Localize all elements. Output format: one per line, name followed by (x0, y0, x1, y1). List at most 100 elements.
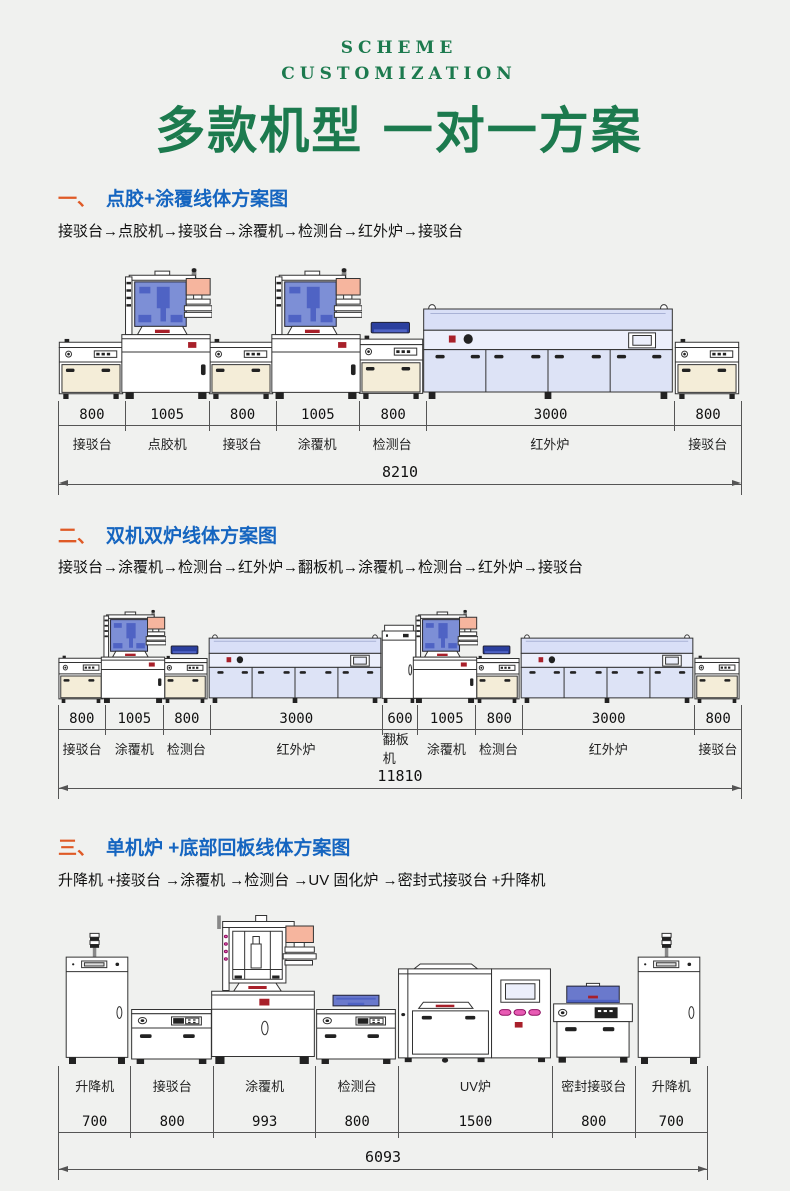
inspection-table (359, 322, 422, 399)
dimension-value: 800 (695, 705, 741, 735)
dimension-value: 1005 (125, 400, 210, 431)
section-3-heading: 三、单机炉 +底部回板线体方案图 (58, 837, 740, 862)
segment-label: 检测台 (372, 437, 412, 453)
dimension-value: 1005 (276, 400, 361, 431)
segment-label: 密封接驳台 (553, 1066, 636, 1105)
section-1-number: 一、 (58, 189, 97, 210)
eyebrow-line2: CUSTOMIZATION (281, 63, 517, 84)
sealed-docking-conveyor (553, 983, 633, 1064)
coating-machine (412, 609, 478, 704)
section-3-number: 三、 (58, 838, 97, 860)
total-dimension-line (59, 784, 741, 791)
section-2-heading: 二、双机双炉线体方案图 (58, 525, 740, 550)
segment-label: 涂覆机 (297, 437, 337, 453)
dimension-value: 700 (59, 1104, 132, 1139)
segment-label: 接驳台 (72, 437, 112, 453)
segment-label: 涂覆机 (426, 741, 466, 757)
line-diagram-2 (58, 609, 740, 704)
dimension-value: 993 (214, 1104, 317, 1139)
page-title: 多款机型 一对一方案 (155, 101, 643, 160)
segment-label: 接驳台 (62, 741, 102, 757)
board-flipper (381, 625, 417, 704)
dimension-value: 700 (635, 1104, 708, 1138)
lifter (637, 933, 701, 1065)
dimension-value: 600 (382, 705, 419, 736)
infrared-oven (520, 634, 694, 704)
dimension-value: 3000 (523, 705, 696, 736)
dimension-value: 800 (131, 1104, 215, 1139)
segment-label: 红外炉 (276, 741, 316, 757)
coating-machine (211, 915, 317, 1065)
dimension-value: 800 (476, 705, 524, 736)
line-diagram-1 (58, 267, 740, 399)
total-dimension: 8210 (59, 457, 741, 495)
docking-conveyor (131, 1009, 212, 1065)
dimension-value: 800 (164, 705, 211, 736)
docking-conveyor (208, 338, 274, 399)
total-dimension: 11810 (59, 761, 741, 799)
total-dimension: 6093 (59, 1138, 707, 1180)
uv-curing-oven (398, 963, 551, 1064)
segment-label: UV炉 (399, 1066, 553, 1105)
dimension-value: 1005 (418, 705, 477, 736)
dimension-value: 800 (59, 705, 106, 736)
segment-label: 涂覆机 (114, 741, 154, 757)
segment-label: 升降机 (59, 1066, 132, 1105)
coating-machine (100, 609, 166, 704)
docking-conveyor (58, 338, 124, 399)
inspection-table (317, 995, 396, 1064)
dimension-value: 800 (360, 400, 428, 431)
eyebrow-line1: SCHEME (340, 38, 458, 58)
dimension-value: 800 (552, 1104, 636, 1139)
eyebrow-heading: SCHEME CUSTOMIZATION (58, 36, 740, 87)
dimension-value: 800 (59, 400, 126, 431)
section-2-flow: 接驳台→涂覆机→检测台→红外炉→翻板机→涂覆机→检测台→红外炉→接驳台 (58, 559, 584, 577)
docking-conveyor (58, 655, 104, 704)
total-dimension-value: 8210 (381, 462, 419, 481)
segment-label: 红外炉 (530, 437, 570, 453)
section-2-title: 双机双炉线体方案图 (106, 525, 278, 547)
segment-label: 检测台 (316, 1066, 399, 1105)
dispensing-machine (121, 267, 212, 399)
segment-label: 接驳台 (222, 437, 262, 453)
total-dimension-line (59, 1165, 707, 1172)
dimension-value: 800 (209, 400, 277, 431)
segment-label: 检测台 (478, 741, 518, 757)
inspection-table (475, 646, 519, 703)
infrared-oven (208, 634, 382, 704)
segment-label: 接驳台 (698, 741, 738, 757)
segment-label: 红外炉 (588, 741, 628, 757)
segment-label: 点胶机 (147, 437, 187, 453)
lifter (65, 933, 129, 1065)
segment-label: 接驳台 (688, 437, 728, 453)
docking-conveyor (694, 655, 740, 704)
dimension-value: 3000 (210, 705, 383, 736)
dimension-value: 1500 (398, 1104, 553, 1139)
segment-label: 检测台 (166, 741, 206, 757)
dimension-value: 1005 (105, 705, 165, 736)
total-dimension-value: 6093 (364, 1148, 402, 1167)
line-diagram-3 (65, 915, 701, 1065)
dimension-value: 3000 (427, 400, 676, 431)
docking-conveyor (674, 338, 740, 399)
total-dimension-line (59, 480, 741, 487)
segment-label: 涂覆机 (214, 1066, 317, 1105)
section-1-heading: 一、点胶+涂覆线体方案图 (58, 188, 740, 213)
section-3-flow: 升降机 +接驳台 →涂覆机 →检测台 →UV 固化炉 →密封式接驳台 +升降机 (58, 872, 546, 890)
section-3-title: 单机炉 +底部回板线体方案图 (106, 838, 351, 860)
total-dimension-value: 11810 (377, 767, 423, 786)
coating-machine (271, 267, 362, 399)
segment-label: 接驳台 (131, 1066, 215, 1105)
section-dispense-coat-line: 一、点胶+涂覆线体方案图 接驳台→点胶机→接驳台→涂覆机→检测台→红外炉→接驳台… (58, 188, 742, 495)
section-1-title: 点胶+涂覆线体方案图 (106, 189, 289, 210)
section-2-number: 二、 (58, 525, 97, 547)
segment-label: 翻板机 (382, 732, 409, 767)
section-single-oven-return-line: 三、单机炉 +底部回板线体方案图 升降机 +接驳台 →涂覆机 →检测台 →UV … (58, 837, 740, 1181)
inspection-table (163, 646, 207, 703)
segment-label: 升降机 (651, 1078, 691, 1094)
infrared-oven (423, 303, 673, 399)
